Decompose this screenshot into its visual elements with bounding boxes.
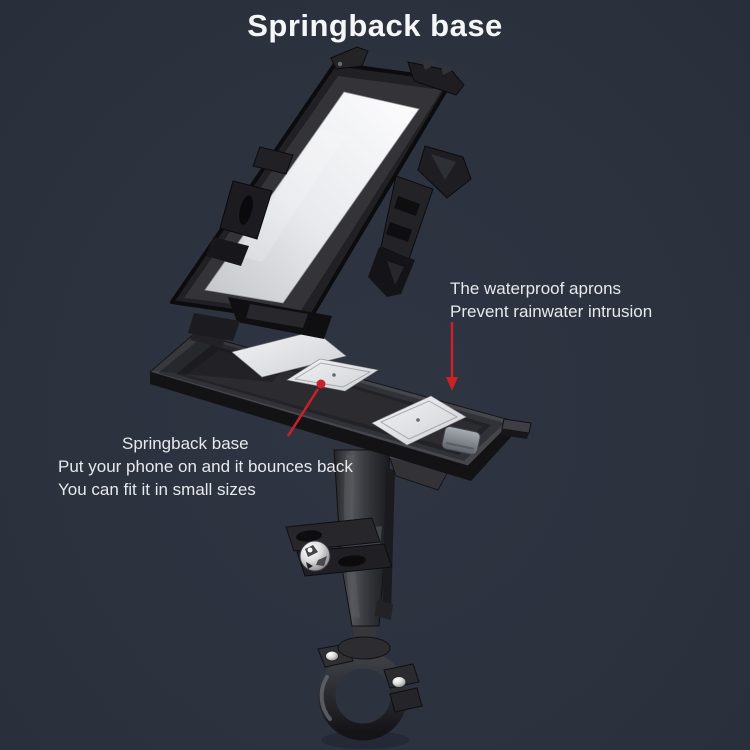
- left-clip-slot: [239, 195, 253, 225]
- latch-tooth-2: [440, 63, 455, 75]
- lid-top-screw: [337, 61, 343, 67]
- callout-springback-line-1: Springback base: [122, 434, 249, 453]
- left-clip-a: [252, 146, 294, 175]
- tray-end-tab-side: [500, 429, 529, 439]
- callout-springback-line-2: Put your phone on and it bounces back: [58, 457, 353, 476]
- phone-case-lid: [170, 46, 472, 341]
- right-arm-slot-1: [394, 196, 420, 216]
- callout-waterproof: The waterproof aprons Prevent rainwater …: [450, 277, 652, 323]
- lid-top-tab: [330, 46, 369, 70]
- tension-rod-hook: [375, 600, 393, 620]
- nut-facet-2: [316, 556, 327, 566]
- springback-leader-line: [286, 388, 320, 437]
- callout-waterproof-line-2: Prevent rainwater intrusion: [450, 302, 653, 321]
- nut-facet-3: [306, 562, 313, 569]
- tension-rod: [382, 468, 395, 614]
- mount-assembly: [285, 449, 423, 749]
- arm-slot-lower: [338, 555, 366, 567]
- mount-collar: [337, 636, 391, 660]
- chrome-hex-nut: [299, 540, 331, 572]
- latch-ridge: [446, 442, 474, 450]
- springback-leader-dot: [316, 379, 326, 389]
- hinge-step: [188, 313, 240, 341]
- pad-3-vent-dot: [416, 418, 420, 422]
- lid-window-sheen: [235, 130, 345, 262]
- arm-slot-upper: [296, 530, 322, 542]
- clamp-screw-left: [325, 650, 339, 662]
- callout-leaders: [286, 322, 458, 437]
- clamp-screw-right: [391, 676, 407, 688]
- right-clip-spike-facet: [431, 154, 456, 180]
- left-clip-c: [206, 237, 249, 266]
- hinge-bar: [246, 304, 308, 328]
- callout-springback: Springback base Put your phone on and it…: [58, 432, 353, 501]
- pad-2-inner-line: [293, 362, 372, 388]
- callout-waterproof-line-1: The waterproof aprons: [450, 279, 622, 298]
- latch-tooth-1: [421, 58, 437, 70]
- springback-tray: [148, 326, 532, 491]
- page-title: Springback base: [247, 8, 503, 43]
- waterproof-leader-arrowhead: [446, 377, 458, 391]
- suction-pad-1: [231, 330, 347, 378]
- pad-2-vent-dot: [332, 373, 336, 377]
- pad-3-inner-line: [379, 400, 459, 440]
- right-hook-notch: [387, 261, 404, 285]
- nut-specular: [307, 547, 313, 553]
- callout-springback-line-3: You can fit it in small sizes: [58, 480, 256, 499]
- clamp-ring-highlight: [319, 675, 332, 721]
- lid-window: [204, 91, 420, 304]
- clamp-right-flange-lower: [389, 687, 423, 713]
- right-arm-slot-2: [386, 222, 412, 242]
